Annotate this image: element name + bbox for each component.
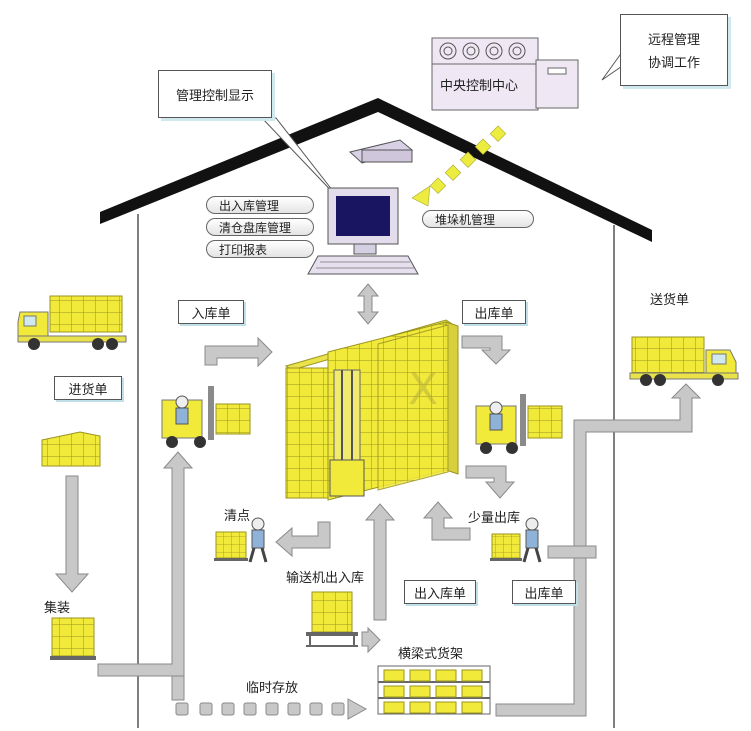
control-center-label: 中央控制中心	[440, 79, 519, 94]
small-outbound-label: 少量出库	[468, 511, 521, 526]
pallet-icon-conveyor	[306, 591, 358, 647]
arrow-conveyor-down	[361, 626, 381, 654]
roof	[100, 98, 652, 242]
display-callout: 管理控制显示	[158, 70, 272, 118]
dash-arrow-control	[411, 125, 507, 207]
arrow-assemble-temp	[97, 451, 194, 677]
arrow-conveyor	[364, 503, 396, 621]
shelf-icon	[377, 665, 491, 715]
truck-icon-right	[629, 336, 739, 386]
menu-stacker-management[interactable]: 堆垛机管理	[422, 210, 534, 228]
arrow-to-assemble	[54, 475, 90, 593]
display-callout-text: 管理控制显示	[175, 88, 254, 104]
pallet-icon-assemble	[50, 617, 96, 660]
assemble-label: 集装	[44, 601, 71, 616]
truck-icon-left	[17, 295, 127, 350]
computer-icon	[307, 187, 419, 275]
arrow-count	[275, 521, 331, 558]
arrow-inbound	[204, 336, 273, 368]
beam-shelf-label: 横梁式货架	[398, 647, 464, 662]
conveyor-inout-label: 输送机出入库	[286, 571, 365, 586]
arrow-small-outbound-up	[547, 545, 597, 559]
stack-icon-receiving	[41, 431, 101, 467]
rack-icon: X	[284, 319, 459, 501]
doc-inbound-order: 入库单	[178, 300, 244, 324]
arrow-return	[422, 501, 471, 541]
control-console-icon	[431, 37, 579, 111]
arrow-down-temp	[171, 675, 185, 701]
worker-icon-count	[214, 517, 268, 563]
menu-inout-management[interactable]: 出入库管理	[206, 196, 314, 214]
delivery-order-label: 送货单	[650, 293, 690, 308]
doc-inout-order: 出入库单	[404, 580, 476, 604]
double-arrow-vertical	[356, 283, 380, 325]
dash-arrow-temp	[175, 698, 368, 720]
forklift-icon-right	[475, 394, 563, 454]
arrow-outbound	[461, 335, 512, 365]
arrow-small-outbound	[465, 465, 516, 499]
menu-inventory-management[interactable]: 清仓盘库管理	[206, 218, 314, 236]
doc-outbound-order-2: 出库单	[512, 580, 576, 604]
remote-callout-line2: 协调工作	[647, 56, 700, 71]
forklift-icon-left	[161, 386, 251, 448]
arrow-delivery	[495, 383, 702, 717]
doc-outbound-order: 出库单	[462, 300, 526, 324]
count-check-label: 清点	[224, 509, 251, 524]
printer-icon	[348, 139, 414, 164]
worker-icon-outbound	[490, 517, 542, 563]
menu-print-report[interactable]: 打印报表	[206, 240, 314, 258]
doc-receiving-order: 进货单	[54, 376, 122, 400]
svg-text:X: X	[408, 364, 438, 415]
display-callout-tail	[260, 117, 341, 201]
temporary-storage-label: 临时存放	[246, 681, 299, 696]
remote-callout-line1: 远程管理	[647, 33, 700, 48]
remote-callout: 远程管理 协调工作	[620, 14, 728, 86]
